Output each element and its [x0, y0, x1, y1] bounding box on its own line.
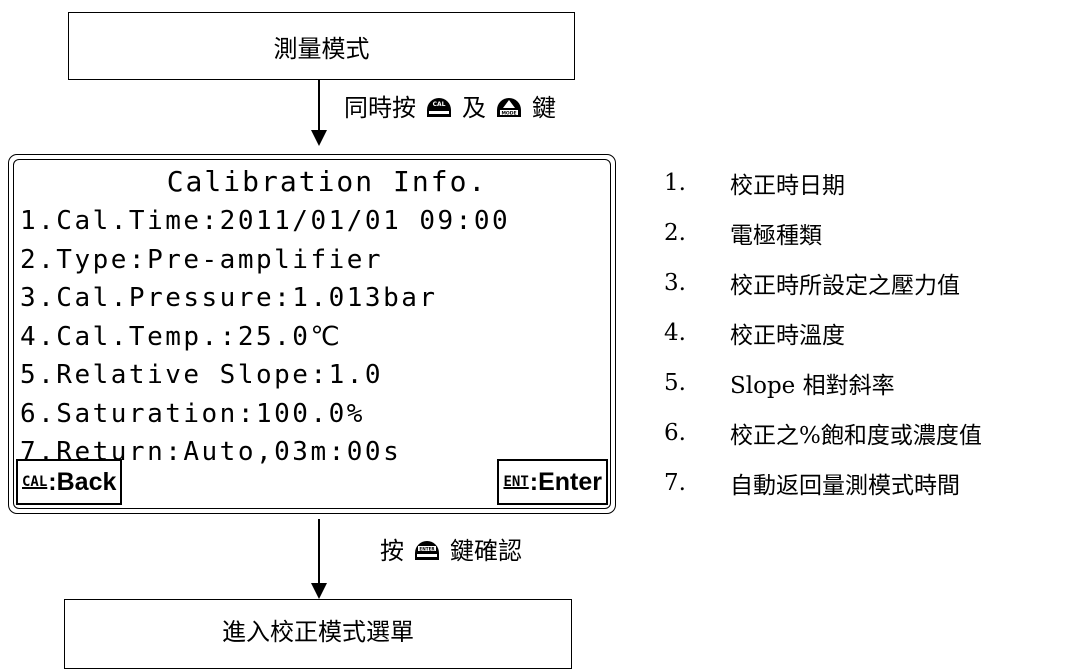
enter-softkey-label: :Enter [529, 467, 602, 496]
lcd-line-cal-temp: 4.Cal.Temp.:25.0℃ [20, 321, 343, 352]
lcd-line-saturation: 6.Saturation:100.0% [20, 398, 365, 429]
measure-mode-label: 測量模式 [273, 34, 370, 63]
legend-text: 自動返回量測模式時間 [730, 473, 960, 499]
mode-key-text: MODE [501, 110, 516, 116]
lcd-line-relative-slope: 5.Relative Slope:1.0 [20, 360, 384, 390]
legend-item: 7. 自動返回量測模式時間 [664, 458, 982, 508]
legend-text: 電極種類 [730, 223, 822, 249]
lcd-line-type: 2.Type:Pre-amplifier [20, 244, 384, 275]
measure-mode-box: 測量模式 [68, 12, 575, 80]
legend-number: 2. [664, 220, 686, 246]
back-softkey-label: :Back [48, 467, 117, 496]
step-instruction-1: 同時按 CAL 及 MODE 鍵 [344, 88, 556, 123]
legend-number: 1. [664, 170, 686, 196]
back-softkey[interactable]: CAL :Back [16, 459, 123, 505]
step2-text-press: 按 [380, 537, 404, 565]
legend-item: 1. 校正時日期 [664, 158, 982, 208]
legend-item: 5. Slope 相對斜率 [664, 358, 982, 408]
legend-number: 4. [664, 320, 686, 346]
enter-key-icon: ENTER [412, 534, 442, 564]
back-softkey-tag: CAL [22, 474, 48, 490]
lcd-title: Calibration Info. [166, 165, 488, 198]
lcd-line-return: 7.Return:Auto,03m:00s [20, 437, 402, 467]
legend-text: Slope 相對斜率 [730, 373, 895, 399]
lcd-line-cal-time: 1.Cal.Time:2011/01/01 09:00 [20, 206, 511, 236]
calibration-menu-box: 進入校正模式選單 [64, 599, 572, 669]
legend-item: 3. 校正時所設定之壓力值 [664, 258, 982, 308]
legend-text: 校正時日期 [730, 173, 845, 199]
cal-key-text: CAL [433, 101, 446, 108]
legend-number: 3. [664, 270, 686, 296]
flow-arrow-down-1 [311, 80, 327, 146]
step-instruction-2: 按 ENTER 鍵確認 [380, 531, 522, 566]
lcd-info-list: 1.Cal.Time:2011/01/01 09:00 2.Type:Pre-a… [20, 202, 510, 472]
legend-list: 1. 校正時日期 2. 電極種類 3. 校正時所設定之壓力值 4. 校正時溫度 … [664, 158, 982, 508]
lcd-screen: Calibration Info. 1.Cal.Time:2011/01/01 … [13, 159, 611, 509]
legend-item: 4. 校正時溫度 [664, 308, 982, 358]
cal-key-icon: CAL [424, 91, 454, 121]
legend-item: 6. 校正之%飽和度或濃度值 [664, 408, 982, 458]
mode-key-icon: MODE [494, 91, 524, 121]
step2-text-confirm: 鍵確認 [450, 537, 522, 565]
legend-text: 校正時所設定之壓力值 [730, 273, 960, 299]
lcd-frame: Calibration Info. 1.Cal.Time:2011/01/01 … [8, 154, 616, 514]
legend-text: 校正時溫度 [730, 323, 845, 349]
step1-text-press-together: 同時按 [344, 94, 416, 122]
enter-softkey-tag: ENT [503, 474, 529, 490]
legend-number: 5. [664, 370, 686, 396]
calibration-menu-label: 進入校正模式選單 [222, 618, 414, 646]
legend-item: 2. 電極種類 [664, 208, 982, 258]
flow-arrow-down-2 [311, 519, 327, 599]
legend-number: 7. [664, 470, 686, 496]
legend-text: 校正之%飽和度或濃度值 [730, 423, 982, 449]
enter-key-text: ENTER [419, 546, 435, 551]
enter-softkey[interactable]: ENT :Enter [497, 459, 608, 505]
legend-number: 6. [664, 420, 686, 446]
step1-text-and: 及 [462, 94, 486, 122]
lcd-line-cal-pressure: 3.Cal.Pressure:1.013bar [20, 283, 438, 313]
step1-text-key: 鍵 [532, 94, 556, 122]
